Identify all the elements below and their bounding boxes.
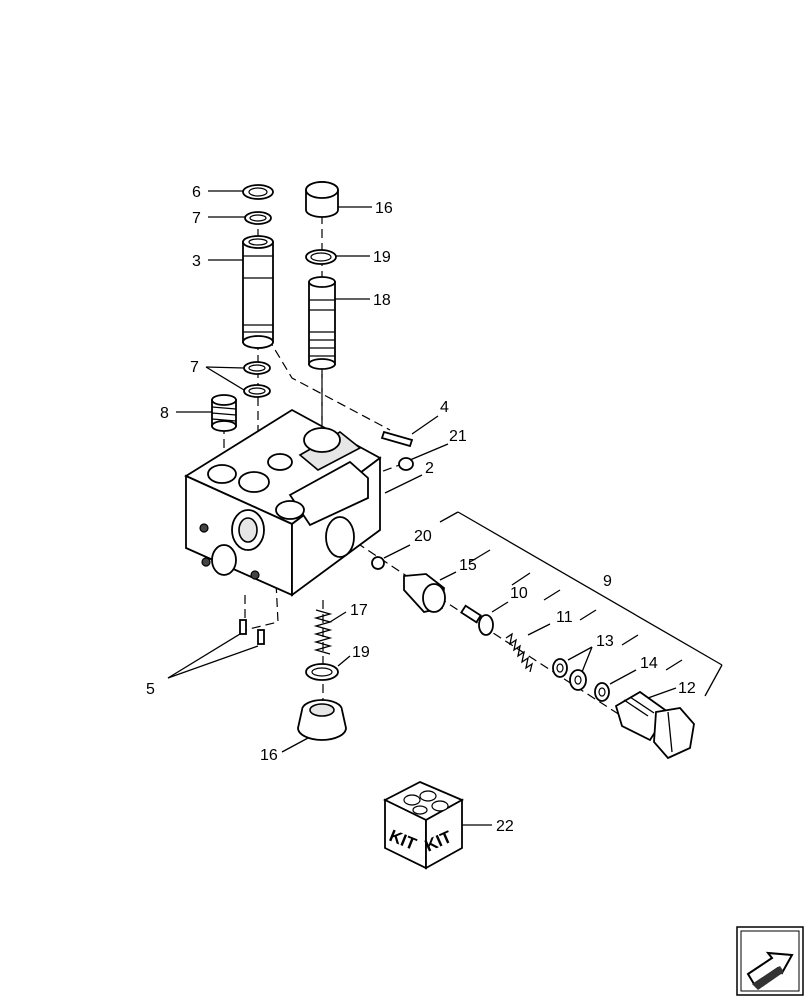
callout-13: 13 (596, 633, 614, 650)
callout-6: 6 (192, 184, 201, 201)
cap-upper (305, 181, 339, 218)
callout-16-lower: 16 (260, 747, 278, 764)
callout-19: 19 (373, 249, 391, 266)
callout-19-lower: 19 (352, 644, 370, 661)
callout-15: 15 (459, 557, 477, 574)
threaded-plug (211, 394, 237, 432)
callout-18: 18 (373, 292, 391, 309)
callout-9: 9 (603, 573, 612, 590)
cap-lower (297, 699, 347, 741)
valve-seat (403, 573, 446, 613)
callout-8: 8 (160, 405, 169, 422)
callout-17: 17 (350, 602, 368, 619)
spool-18 (308, 276, 336, 370)
pins (239, 619, 265, 645)
callout-labels: 6 7 3 7 8 16 19 18 4 21 2 20 15 9 10 11 … (146, 184, 696, 835)
leader-lines (167, 190, 723, 826)
spool (242, 235, 274, 349)
roll-pin (380, 430, 414, 448)
spring-17 (313, 609, 333, 655)
next-page-arrow-icon[interactable] (736, 926, 804, 996)
o-rings-lower (243, 361, 271, 398)
o-ring-20 (371, 556, 385, 570)
kit-box: KIT KIT (382, 781, 465, 870)
spring-11 (505, 632, 534, 673)
poppet (460, 604, 494, 636)
snap-ring (242, 184, 274, 200)
callout-11: 11 (556, 609, 573, 626)
callout-14: 14 (640, 655, 658, 672)
callout-16: 16 (375, 200, 393, 217)
callout-21: 21 (449, 428, 467, 445)
callout-10: 10 (510, 585, 528, 602)
callout-20: 20 (414, 528, 432, 545)
o-ring-19-upper (305, 249, 337, 265)
washer-14 (594, 682, 610, 702)
callout-7-lower: 7 (190, 359, 199, 376)
callout-22: 22 (496, 818, 514, 835)
small-plug (398, 457, 414, 471)
o-ring-19-lower (305, 663, 339, 681)
callout-7: 7 (192, 210, 201, 227)
washers (552, 658, 587, 691)
o-ring-upper (244, 211, 272, 225)
callout-5: 5 (146, 681, 155, 698)
callout-2: 2 (425, 460, 434, 477)
callout-12: 12 (678, 680, 696, 697)
valve-body (184, 408, 382, 597)
callout-3: 3 (192, 253, 201, 270)
callout-4: 4 (440, 399, 449, 416)
relief-valve-cap (614, 690, 695, 760)
